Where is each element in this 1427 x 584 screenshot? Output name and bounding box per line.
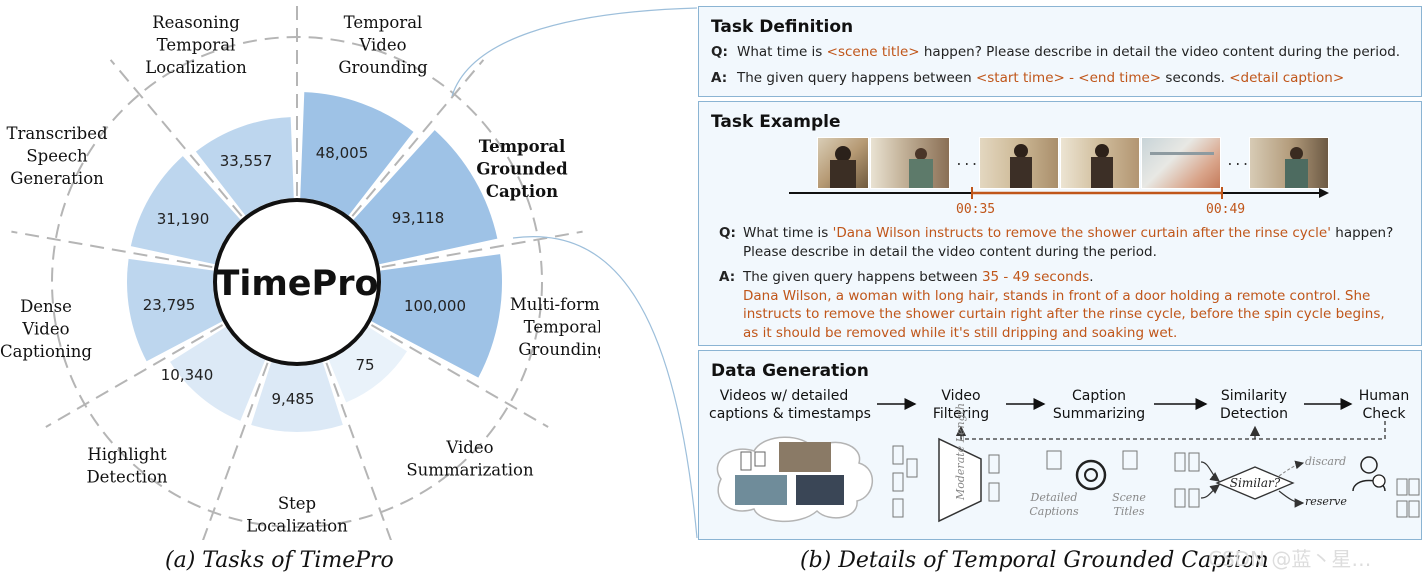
wheel-divider	[109, 59, 243, 217]
wheel-segment	[251, 361, 343, 432]
video-frame-5	[1141, 137, 1221, 189]
example-a-line-1: Dana Wilson, a woman with long hair, sta…	[743, 287, 1371, 304]
segment-count: 48,005	[316, 144, 369, 162]
wheel-divider	[370, 324, 549, 428]
a-text: The given query happens between	[737, 70, 976, 86]
example-a-pre: The given query happens between	[743, 269, 982, 285]
task-example-title: Task Example	[711, 112, 841, 132]
task-example-box: Task Example ... ...	[698, 101, 1422, 346]
segment-count: 100,000	[404, 297, 466, 315]
detail-caption-tag: <detail caption>	[1229, 70, 1345, 86]
segment-label: Multi-formatTemporalGrounding	[510, 295, 600, 359]
caption-right: (b) Details of Temporal Grounded Caption	[800, 548, 1269, 573]
timeline	[789, 187, 1329, 199]
center-label: TimePro	[215, 264, 378, 304]
wheel-divider	[351, 59, 485, 217]
wheel-segment	[126, 258, 223, 362]
reserve-label: reserve	[1305, 495, 1347, 508]
wheel-divider	[11, 230, 213, 269]
example-q-pre: What time is	[743, 225, 833, 241]
segment-count: 75	[355, 356, 374, 374]
segment-count: 9,485	[272, 390, 315, 408]
segment-count: 23,795	[143, 296, 196, 314]
timestamp-end: 00:49	[1206, 202, 1246, 217]
example-q-quote: 'Dana Wilson instructs to remove the sho…	[832, 225, 1331, 241]
example-q-label: Q:	[719, 225, 736, 241]
example-answer: A: The given query happens between 35 - 4…	[719, 268, 1385, 342]
example-q-line2: Please describe in detail the video cont…	[743, 243, 1157, 260]
wheel-segment	[195, 117, 294, 216]
filter-label: Moderate Length	[954, 402, 967, 500]
discard-label: discard	[1305, 455, 1347, 468]
example-a-label: A:	[719, 269, 736, 285]
q-text-post: happen? Please describe in detail the vi…	[919, 44, 1401, 60]
frames-ellipsis-1: ...	[955, 154, 979, 169]
wheel-segment	[328, 326, 408, 403]
video-frame-4	[1060, 137, 1140, 189]
segment-count: 10,340	[161, 366, 214, 384]
wheel-segment	[170, 326, 266, 421]
segment-count: 33,557	[220, 152, 273, 170]
segment-count: 31,190	[157, 210, 210, 228]
data-generation-title: Data Generation	[711, 361, 869, 381]
data-generation-flow	[716, 398, 1420, 523]
wheel-segment	[300, 92, 414, 216]
video-frame-6	[1249, 137, 1329, 189]
wheel-segment	[130, 156, 241, 265]
definition-answer: A: The given query happens between <start…	[711, 70, 1344, 86]
a-label: A:	[711, 70, 728, 86]
q-text: What time is	[737, 44, 827, 60]
scene-title-tag: <scene title>	[826, 44, 920, 60]
frames-ellipsis-2: ...	[1226, 154, 1250, 169]
video-frame-2	[870, 137, 950, 189]
example-a-line-2: instructs to remove the shower curtain r…	[743, 306, 1385, 322]
wheel-divider	[381, 230, 583, 269]
task-wheel: TimePro 48,005 93,118 100,000 75 9,485 10,340…	[0, 0, 600, 540]
example-a-line-3: as it should be removed while it's still…	[743, 324, 1178, 341]
segment-count: 93,118	[392, 209, 445, 227]
example-q-post: happen?	[1330, 225, 1394, 241]
similar-label: Similar?	[1229, 476, 1281, 490]
a-text-mid: seconds.	[1161, 70, 1230, 86]
wheel-divider	[325, 362, 392, 540]
wheel-segment	[371, 254, 502, 378]
definition-question: Q: What time is <scene title> happen? Ple…	[711, 44, 1400, 60]
wheel-divider	[45, 324, 224, 428]
wheel-segment	[353, 130, 498, 265]
task-definition-box: Task Definition Q: What time is <scene ti…	[698, 6, 1422, 97]
task-definition-title: Task Definition	[711, 17, 854, 37]
example-question: Q: What time is 'Dana Wilson instructs to…	[719, 224, 1393, 261]
example-a-post: .	[1089, 269, 1094, 285]
timestamp-start: 00:35	[956, 202, 996, 217]
caption-left: (a) Tasks of TimePro	[165, 548, 394, 573]
watermark: CSDN @蓝丶星…	[1208, 547, 1372, 571]
wheel-divider	[202, 362, 269, 540]
time-range-tag: <start time> - <end time>	[975, 70, 1162, 86]
q-label: Q:	[711, 44, 728, 60]
center-circle	[213, 198, 381, 366]
video-frame-1	[817, 137, 869, 189]
video-frame-3	[979, 137, 1059, 189]
example-a-range: 35 - 49 seconds	[981, 269, 1090, 285]
